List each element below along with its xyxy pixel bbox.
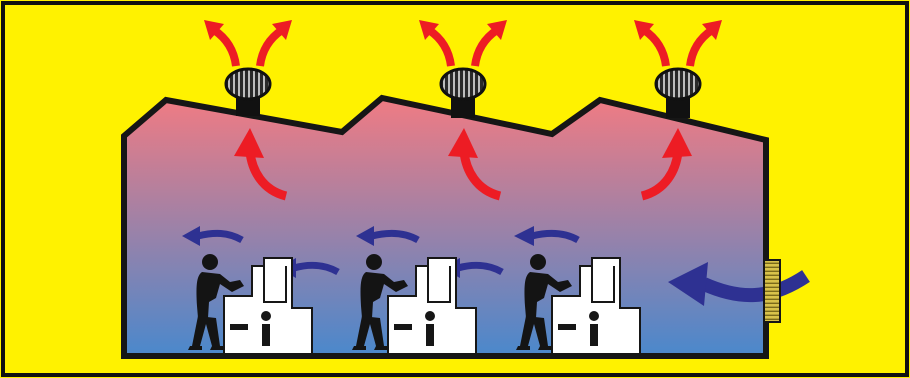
wall-vent-icon bbox=[763, 259, 781, 323]
turbine-ventilator-icon bbox=[654, 67, 702, 118]
turbine-ventilator-icon bbox=[439, 67, 487, 118]
cool-air-arrow-icon bbox=[356, 226, 420, 246]
hot-air-exhaust-arrow-icon bbox=[204, 20, 292, 67]
cool-air-arrow-icon bbox=[514, 226, 580, 246]
cool-air-arrow-icon bbox=[182, 226, 244, 246]
rising-hot-air-arrow-icon bbox=[640, 128, 692, 201]
rising-hot-air-arrow-icon bbox=[448, 128, 502, 201]
turbine-ventilator-icon bbox=[224, 67, 272, 116]
hot-air-exhaust-arrow-icon bbox=[419, 20, 507, 67]
cool-air-intake-arrow-icon bbox=[668, 262, 810, 306]
rising-hot-air-arrow-icon bbox=[234, 128, 288, 201]
hot-air-exhaust-arrow-icon bbox=[634, 20, 722, 67]
